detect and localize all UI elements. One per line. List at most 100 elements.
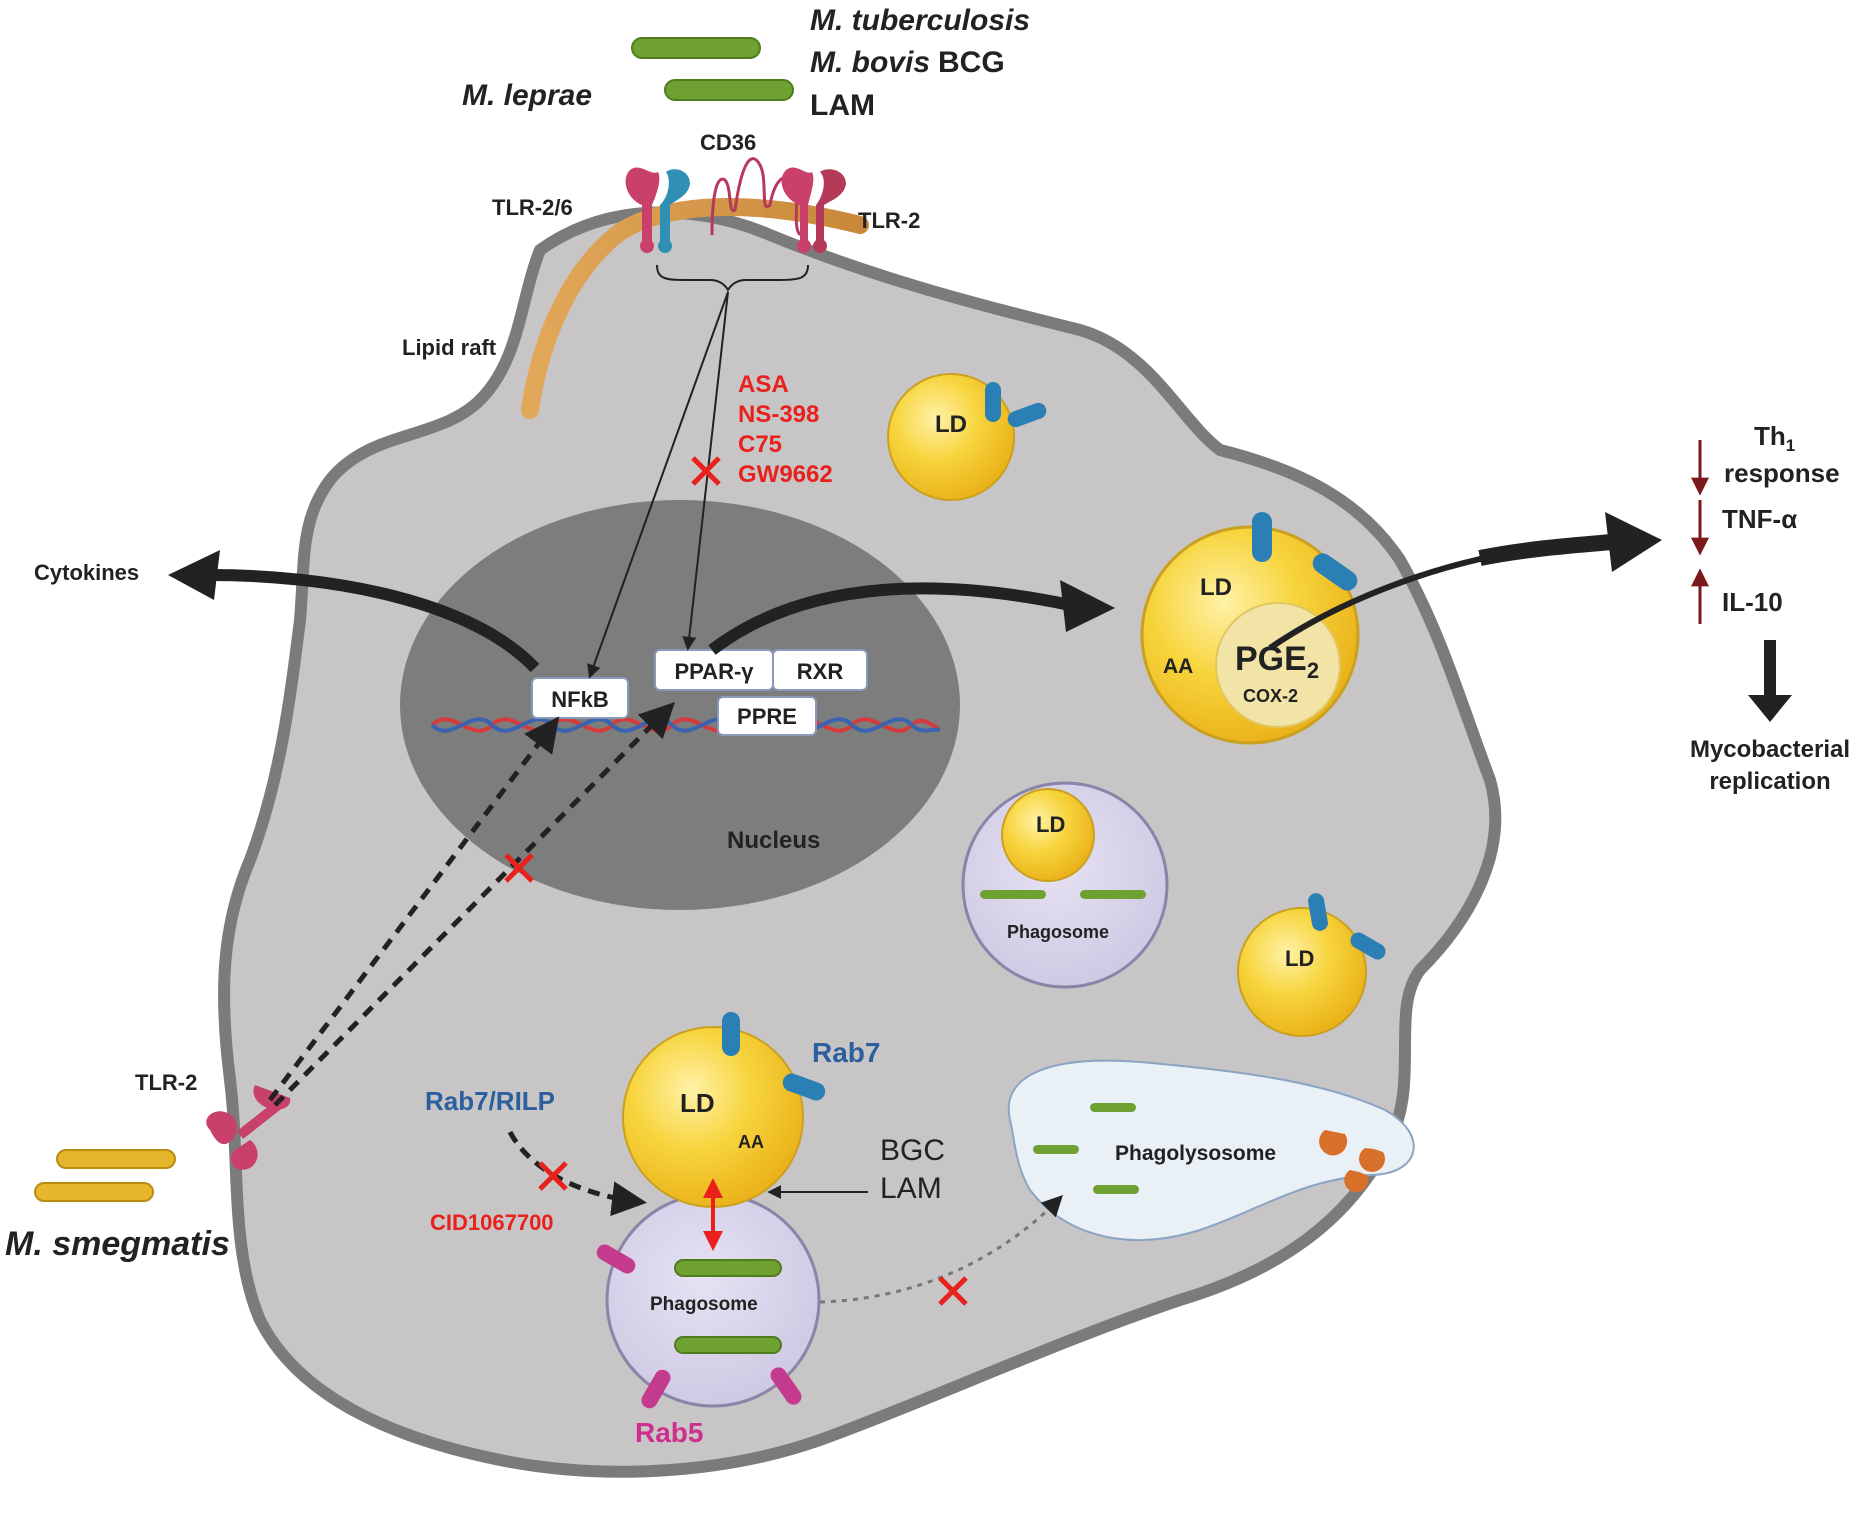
phagolysosome-label: Phagolysosome bbox=[1115, 1142, 1276, 1165]
phagosome-mid-label: Phagosome bbox=[1007, 922, 1109, 942]
ld-right-label: LD bbox=[1285, 946, 1314, 971]
bacterium-phagolysosome-1 bbox=[1090, 1103, 1136, 1112]
rxr-label: RXR bbox=[797, 659, 844, 684]
ld-top-label: LD bbox=[935, 411, 967, 438]
inhibition-x-phagolysosome bbox=[938, 1276, 968, 1306]
replication-label-2: replication bbox=[1709, 768, 1830, 795]
pge-sub: 2 bbox=[1307, 658, 1319, 683]
tlr2-top-receptor bbox=[781, 167, 846, 253]
tlr2-top-label: TLR-2 bbox=[858, 208, 920, 233]
dna-strand-blue bbox=[430, 717, 941, 733]
ld-bottom-label: LD bbox=[680, 1088, 715, 1118]
bacterium-phago-mid-1 bbox=[980, 890, 1046, 899]
m-bovis-label: M. bovis bbox=[810, 46, 930, 79]
rab5-marker-3 bbox=[770, 1367, 802, 1405]
pge2-arrow-thick bbox=[1478, 534, 1613, 566]
tlr26-label: TLR-2/6 bbox=[492, 195, 573, 220]
bacterium-top-2 bbox=[664, 79, 794, 101]
m-tuberculosis-label: M. tuberculosis bbox=[810, 4, 1030, 37]
th1-sub: 1 bbox=[1786, 436, 1795, 455]
bacterium-phago-bottom-1 bbox=[674, 1259, 782, 1277]
lipid-raft bbox=[521, 198, 869, 419]
tlr26-receptor bbox=[625, 167, 690, 253]
cd36-label: CD36 bbox=[700, 130, 756, 155]
aa-bottom-label: AA bbox=[738, 1132, 764, 1152]
inhibition-x-ppre bbox=[504, 853, 534, 883]
pge2-to-outcomes-arrowhead bbox=[1605, 512, 1662, 572]
bacterium-phago-bottom-2 bbox=[674, 1336, 782, 1354]
th1-response-label: response bbox=[1724, 458, 1840, 488]
rab7-rilp-arrow bbox=[507, 1130, 647, 1217]
bacterium-top-1 bbox=[631, 37, 761, 59]
perilipin-top-1 bbox=[985, 382, 1001, 422]
ld-pge2-label: LD bbox=[1200, 574, 1232, 601]
ppar-to-ld-arrow bbox=[708, 582, 1072, 655]
perilipin-right-1 bbox=[1308, 893, 1328, 931]
bgc-label: BGC bbox=[880, 1134, 945, 1167]
rab7-rilp-label: Rab7/RILP bbox=[425, 1086, 555, 1116]
bacterium-phagolysosome-2 bbox=[1033, 1145, 1079, 1154]
dna-strand-red bbox=[430, 717, 942, 733]
tlr2-bottom-label: TLR-2 bbox=[135, 1070, 197, 1095]
perilipin-pge-1 bbox=[1252, 512, 1272, 562]
bacterium-phago-mid-2 bbox=[1080, 890, 1146, 899]
rxr-box bbox=[772, 649, 868, 691]
nucleus-label: Nucleus bbox=[727, 827, 820, 854]
nucleus bbox=[400, 500, 960, 910]
th1-label: Th1 bbox=[1754, 421, 1795, 455]
rab5-marker-1 bbox=[596, 1244, 636, 1274]
receptor-brace bbox=[656, 264, 809, 292]
lam-bottom-label: LAM bbox=[880, 1172, 942, 1205]
phagosome-bottom-label: Phagosome bbox=[650, 1294, 758, 1315]
inhibition-x-rab7 bbox=[538, 1161, 568, 1191]
lipid-droplet-right bbox=[1237, 907, 1367, 1037]
ppar-label: PPAR-γ bbox=[674, 659, 754, 684]
m-leprae-label: M. leprae bbox=[462, 79, 592, 112]
smegmatis-bacterium-1 bbox=[56, 1149, 176, 1169]
smegmatis-bacterium-2 bbox=[34, 1182, 154, 1202]
cox2-core bbox=[1215, 602, 1341, 728]
cid-label: CID1067700 bbox=[430, 1210, 554, 1235]
lysosomal-enzymes bbox=[1319, 1130, 1386, 1193]
th1-text: Th bbox=[1754, 421, 1786, 451]
rab7-label: Rab7 bbox=[812, 1037, 880, 1068]
lipid-raft-label: Lipid raft bbox=[402, 335, 497, 360]
ppar-to-ld-arrowhead bbox=[1060, 580, 1115, 632]
tlr2-to-ppre-dashed bbox=[273, 702, 675, 1107]
inhibitor-ns398: NS-398 bbox=[738, 401, 819, 428]
cytokines-label: Cytokines bbox=[34, 560, 139, 585]
lipid-droplet-top bbox=[887, 373, 1015, 501]
arrow-to-nfkb bbox=[587, 291, 729, 679]
inhibition-x-top bbox=[691, 456, 721, 486]
lipid-droplet-phago-mid bbox=[1001, 788, 1095, 882]
tlr2-to-nfkb-dashed bbox=[268, 716, 560, 1102]
perilipin-top-2 bbox=[1007, 402, 1047, 428]
rab5-label: Rab5 bbox=[635, 1417, 703, 1448]
perilipin-bottom-1 bbox=[722, 1012, 740, 1056]
cox2-label: COX-2 bbox=[1243, 686, 1298, 706]
lam-top-label: LAM bbox=[810, 89, 875, 122]
inhibitor-gw9662: GW9662 bbox=[738, 461, 833, 488]
bacterium-phagolysosome-3 bbox=[1093, 1185, 1139, 1194]
ppre-box bbox=[717, 696, 817, 736]
cytokines-arrow bbox=[209, 569, 540, 673]
replication-arrowhead bbox=[1748, 695, 1792, 722]
bcg-label: BCG bbox=[938, 46, 1005, 79]
replication-label-1: Mycobacterial bbox=[1690, 736, 1850, 763]
nfkb-box bbox=[531, 677, 629, 719]
ppre-label: PPRE bbox=[737, 704, 797, 729]
inhibitor-asa: ASA bbox=[738, 371, 789, 398]
m-smegmatis-label: M. smegmatis bbox=[5, 1225, 230, 1263]
tnf-label: TNF-α bbox=[1722, 504, 1797, 534]
rab5-marker-2 bbox=[641, 1369, 671, 1409]
perilipin-bottom-2 bbox=[782, 1073, 826, 1101]
perilipin-right-2 bbox=[1350, 932, 1386, 960]
nfkb-label: NFkB bbox=[551, 687, 608, 712]
ld-phago-mid-label: LD bbox=[1036, 812, 1065, 837]
cytokines-arrowhead bbox=[168, 550, 220, 600]
inhibitor-c75: C75 bbox=[738, 431, 782, 458]
il10-label: IL-10 bbox=[1722, 587, 1783, 617]
